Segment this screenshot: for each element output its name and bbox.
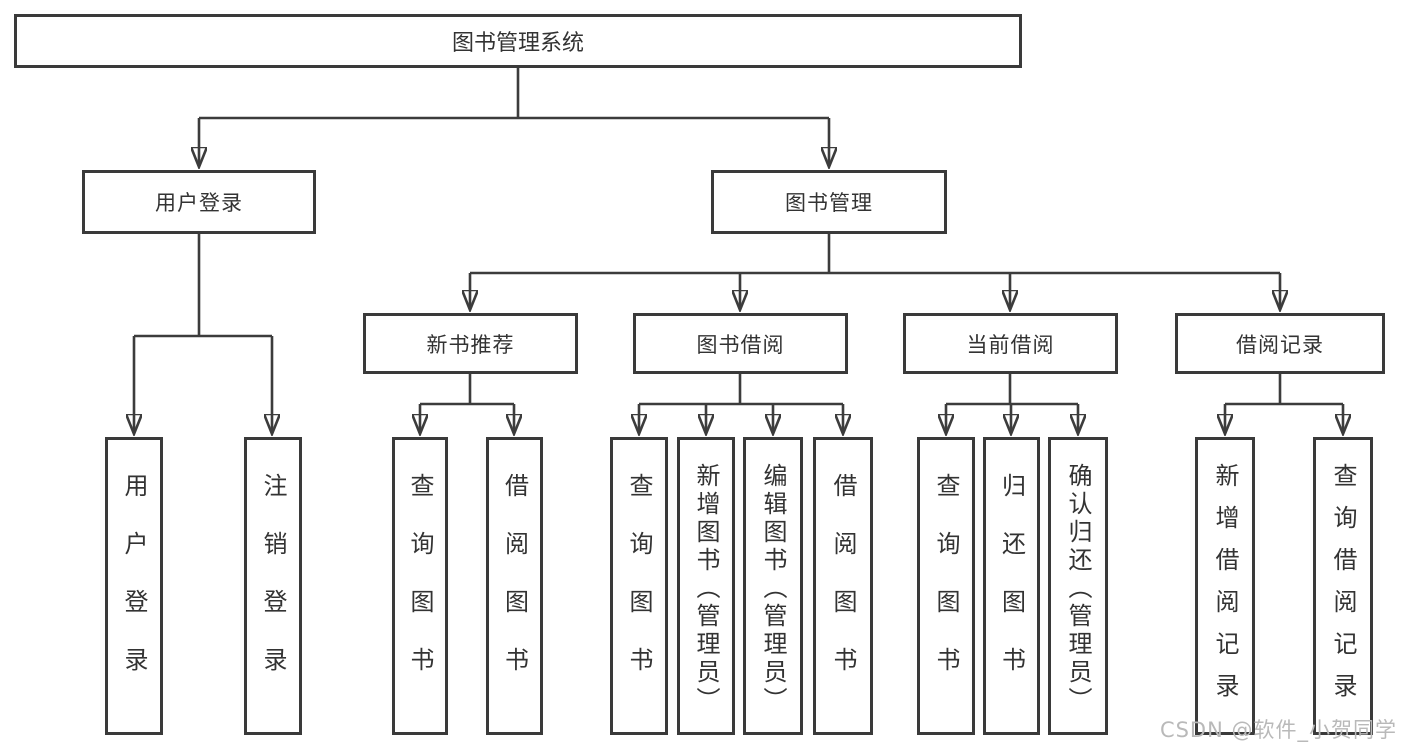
node-leaf-query-books-borrow: 查询图书 — [610, 437, 668, 735]
node-library-management-system: 图书管理系统 — [14, 14, 1022, 68]
node-leaf-borrow-books-recommend: 借阅图书 — [486, 437, 543, 735]
node-leaf-edit-books-admin: 编辑图书（管理员） — [743, 437, 803, 735]
node-leaf-user-login: 用户登录 — [105, 437, 163, 735]
node-leaf-confirm-return-admin: 确认归还（管理员） — [1048, 437, 1108, 735]
node-leaf-borrow-books: 借阅图书 — [813, 437, 873, 735]
node-borrow-records: 借阅记录 — [1175, 313, 1385, 374]
node-leaf-query-books-current: 查询图书 — [917, 437, 975, 735]
node-leaf-query-borrow-record: 查询借阅记录 — [1313, 437, 1373, 735]
csdn-watermark: CSDN @软件_小贺同学 — [1159, 718, 1397, 742]
node-user-login-branch: 用户登录 — [82, 170, 316, 234]
node-leaf-return-books: 归还图书 — [983, 437, 1040, 735]
node-leaf-add-books-admin: 新增图书（管理员） — [677, 437, 735, 735]
node-leaf-add-borrow-record: 新增借阅记录 — [1195, 437, 1255, 735]
node-new-book-recommend: 新书推荐 — [363, 313, 578, 374]
node-book-borrow: 图书借阅 — [633, 313, 848, 374]
node-current-borrow: 当前借阅 — [903, 313, 1118, 374]
node-leaf-query-books-recommend: 查询图书 — [392, 437, 448, 735]
node-leaf-logout: 注销登录 — [244, 437, 302, 735]
node-book-management-branch: 图书管理 — [711, 170, 947, 234]
